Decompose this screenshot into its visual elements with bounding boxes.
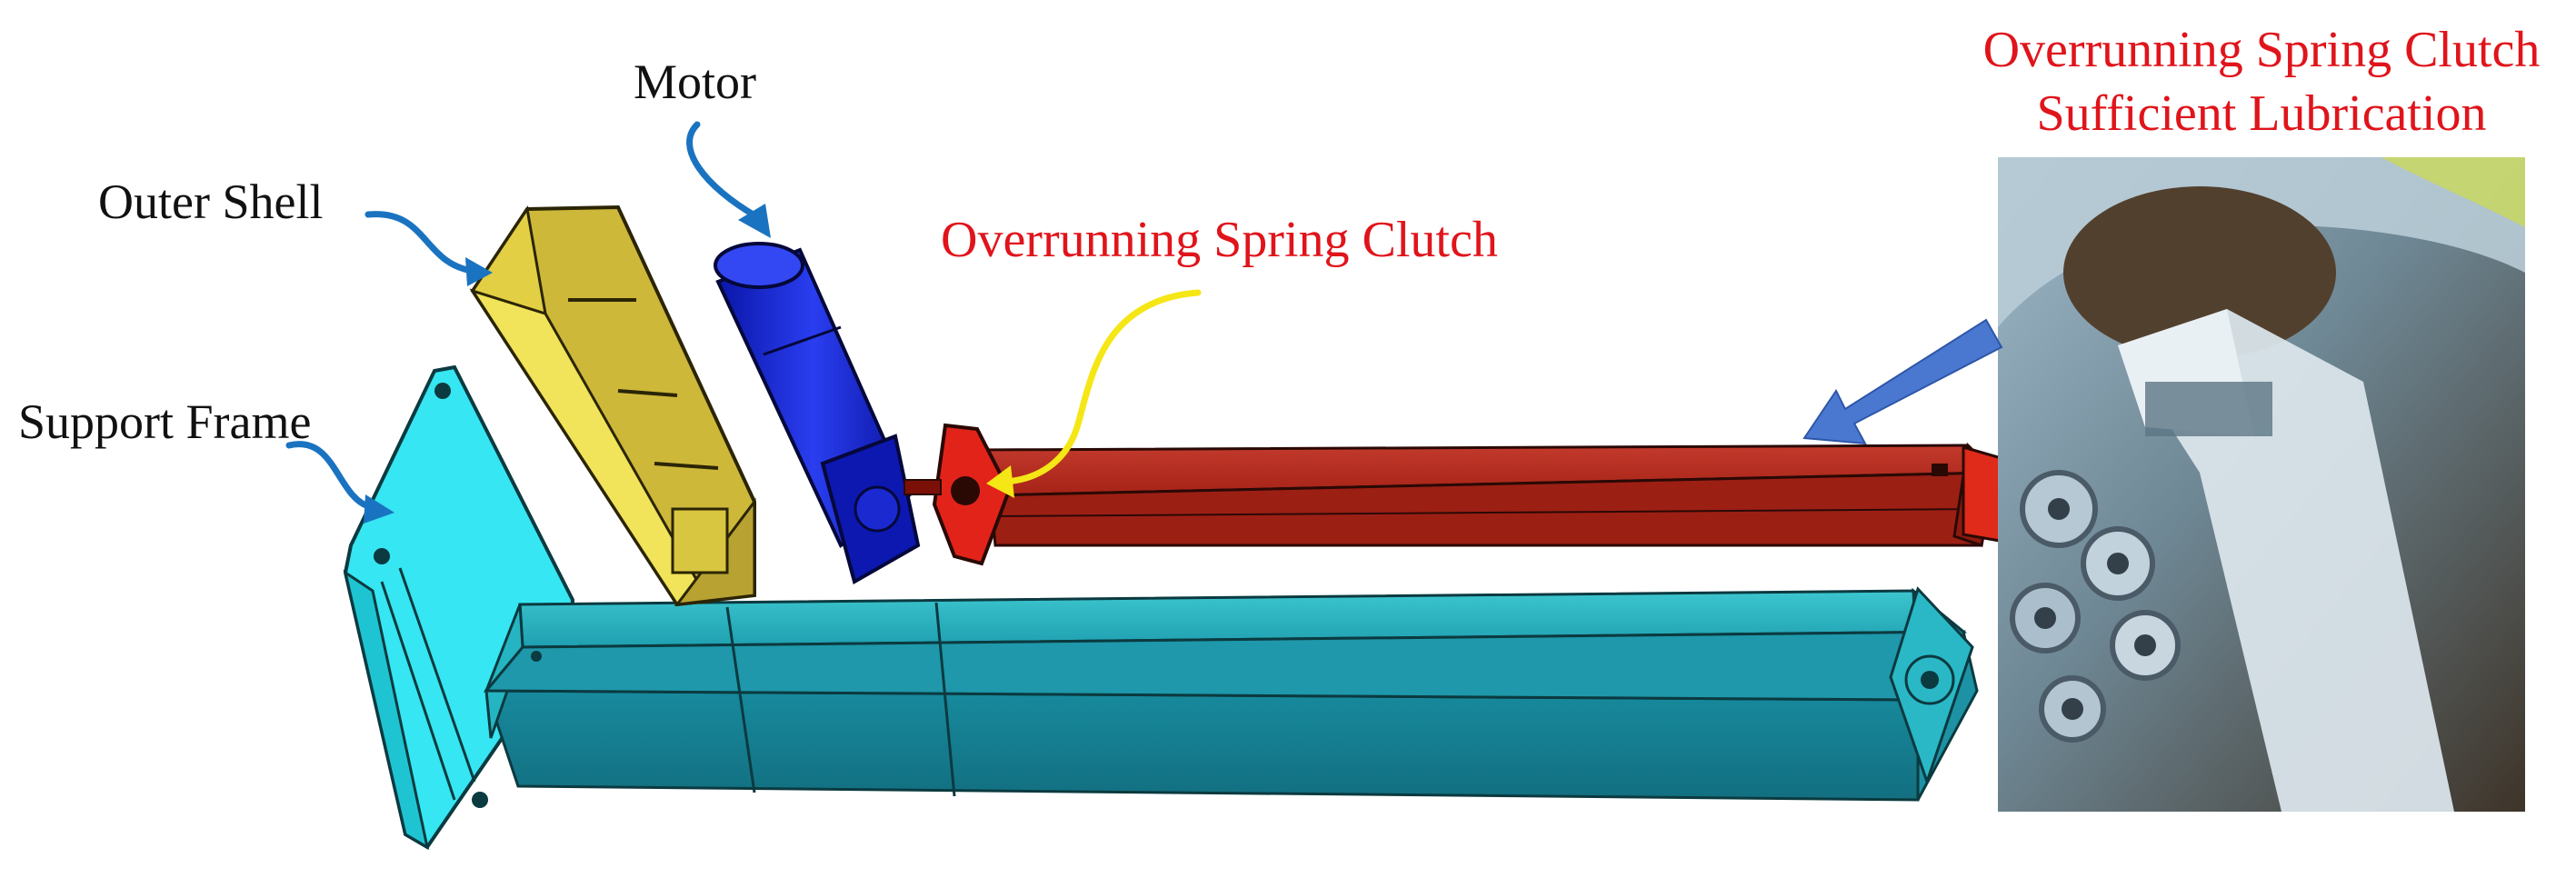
- photo-pointer-arrow: [1802, 318, 2003, 445]
- lubricated-clutch-photo: [1998, 157, 2525, 812]
- photo-title-line2: Sufficient Lubrication: [2036, 85, 2486, 142]
- outer-shell-leader-arrow: [364, 211, 493, 286]
- inner-tube-part: [974, 442, 2015, 547]
- clutch-part: [904, 423, 1012, 566]
- photo-title-line1: Overrunning Spring Clutch: [1983, 22, 2541, 78]
- motor-part: [714, 242, 921, 585]
- clutch-leader-arrow: [986, 289, 1202, 498]
- support-frame-label: Support Frame: [18, 394, 311, 449]
- clutch-label: Overrunning Spring Clutch: [941, 212, 1498, 268]
- outer-tube-part: [483, 586, 1979, 802]
- motor-label: Motor: [634, 55, 756, 109]
- outer-shell-label: Outer Shell: [98, 175, 323, 229]
- support-frame-leader-arrow: [285, 441, 394, 524]
- outer-shell-part: [469, 205, 756, 607]
- motor-leader-arrow: [686, 121, 771, 238]
